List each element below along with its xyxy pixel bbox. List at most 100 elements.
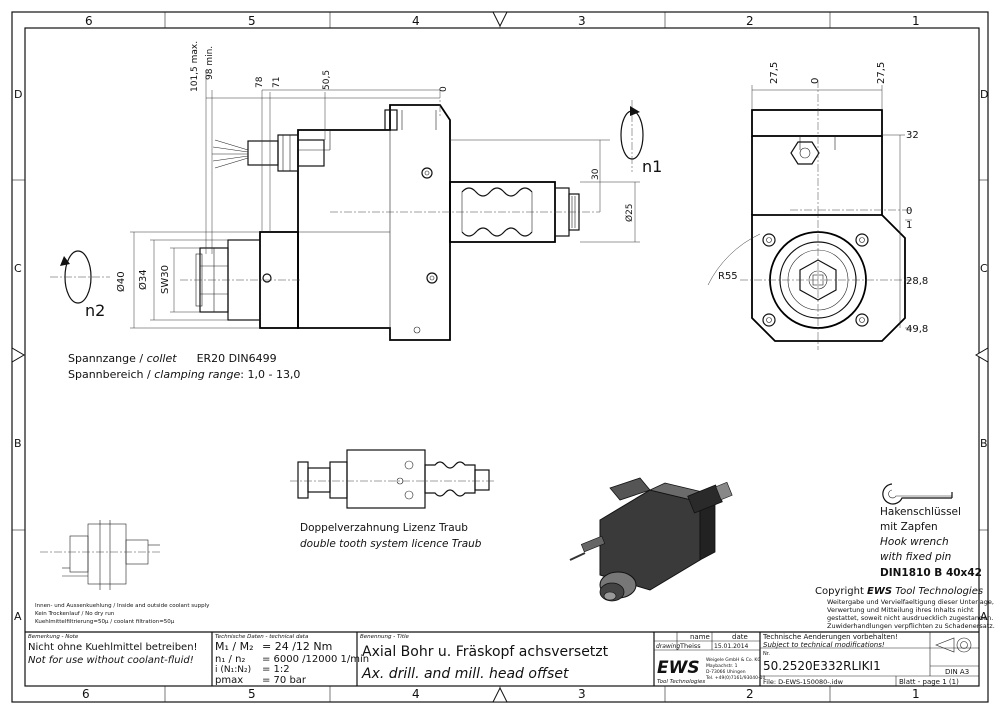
address-line: Weigele GmbH & Co. KG — [706, 657, 761, 663]
small-top-view — [290, 449, 495, 509]
dim-label: 1 — [906, 220, 912, 231]
radius-label: R55 — [718, 271, 738, 282]
remark-de: Nicht ohne Kuehlmittel betreiben! — [28, 642, 198, 653]
file-name: File: D-EWS-150080-.idw — [763, 678, 844, 686]
dim-label: SW30 — [160, 265, 171, 294]
ews-logo: EWS — [657, 658, 700, 678]
drawing-name: Theiss — [679, 642, 701, 650]
projection-symbol-icon — [935, 637, 972, 653]
double-tooth-en: double tooth system licence Traub — [300, 538, 482, 550]
coolant-note: Innen- und Aussenkuehlung / Inside and o… — [35, 603, 210, 609]
label-n2: n2 — [85, 301, 105, 320]
dim-label: 50,5 — [322, 70, 332, 90]
collet-note: Spannzange / collet ER20 DIN6499 — [68, 352, 277, 365]
dim-label: 28,8 — [906, 276, 928, 287]
dim-label: 27,5 — [876, 62, 887, 84]
tech-key: pmax — [215, 675, 243, 686]
side-view: 27,5 0 27,5 32 0 1 28,8 49,8 R55 — [707, 62, 928, 350]
label-n1: n1 — [642, 157, 662, 176]
copyright-brand: EWS — [867, 586, 892, 597]
iso-view — [569, 477, 733, 602]
col-label: 4 — [412, 14, 420, 28]
dim-label: 0 — [810, 78, 821, 84]
copyright-rest: Tool Technologies — [892, 586, 983, 597]
center-mark-left-icon — [11, 347, 25, 363]
part-number: 50.2520E332RLIKI1 — [763, 659, 881, 673]
front-view: 101,5 max. 98 min. 78 71 50,5 0 30 Ø25 Ø… — [50, 41, 662, 341]
nr-label: Nr. — [763, 651, 770, 657]
address-line: Maybachstr. 1 — [706, 663, 738, 669]
ews-logo-sub: Tool Technologies — [657, 679, 705, 685]
dim-label: 98 min. — [205, 46, 215, 80]
col-label: 2 — [746, 687, 754, 701]
dim-label: 78 — [255, 76, 265, 88]
changes-en: Subject to technical modifications! — [763, 641, 885, 649]
drawing-label: drawing — [656, 643, 680, 650]
tech-key: M₁ / M₂ — [215, 640, 254, 653]
address-line: Tel. +49(0)7161/93040-10 — [705, 675, 766, 681]
dim-label: 27,5 — [769, 62, 780, 84]
tech-label: Technische Daten - technical data — [215, 634, 309, 640]
copyright-line: Weitergabe und Vervielfaeltigung dieser … — [827, 598, 994, 606]
row-label: C — [14, 262, 22, 275]
coolant-schematic — [40, 520, 160, 590]
dim-label: 32 — [906, 130, 919, 141]
hook-en-2: with fixed pin — [880, 551, 951, 563]
col-name: name — [690, 633, 710, 641]
dim-label: 101,5 max. — [190, 41, 200, 92]
tech-value: = 24 /12 Nm — [262, 640, 332, 653]
dim-label: 71 — [272, 77, 282, 88]
address-line: D-73066 Uhingen — [706, 669, 746, 675]
collet-spec: ER20 DIN6499 — [197, 352, 277, 365]
title-en: Ax. drill. and mill. head offset — [361, 666, 569, 682]
dim-label: 30 — [591, 168, 601, 180]
copyright-title-text: Copyright — [815, 586, 867, 597]
tech-value: = 6000 /12000 1/min — [262, 654, 369, 665]
col-label: 5 — [248, 14, 256, 28]
rotation-n2-icon — [50, 250, 110, 304]
row-label: A — [14, 610, 22, 623]
dim-label: 49,8 — [906, 324, 928, 335]
collet-en: collet — [147, 352, 178, 365]
dim-label: Ø40 — [115, 271, 127, 292]
tech-key: n₁ / n₂ — [215, 654, 245, 665]
hook-en-1: Hook wrench — [880, 536, 949, 548]
changes-de: Technische Aenderungen vorbehalten! — [762, 633, 898, 641]
range-de: Spannbereich / — [68, 368, 154, 381]
dim-label: Ø25 — [624, 203, 635, 222]
col-label: 6 — [82, 687, 90, 701]
copyright-line: Zuwiderhandlungen verpflichten zu Schade… — [827, 622, 995, 630]
col-label: 1 — [912, 14, 920, 28]
hook-wrench-icon — [882, 483, 953, 505]
hook-std: DIN1810 B 40x42 — [880, 567, 982, 579]
col-label: 3 — [578, 687, 586, 701]
coolant-note: Kein Trockenlauf / No dry run — [35, 611, 115, 617]
center-mark-top-icon — [492, 11, 508, 28]
range-note: Spannbereich / clamping range: 1,0 - 13,… — [68, 368, 300, 381]
remark-label: Bemerkung - Note — [28, 634, 79, 640]
sheet-format: DIN A3 — [945, 668, 969, 676]
tech-key: i (N₁:N₂) — [215, 665, 251, 675]
drawing-date: 15.01.2014 — [714, 643, 749, 650]
rotation-n1-icon — [620, 100, 644, 172]
tech-value: = 1:2 — [262, 664, 290, 675]
row-label: D — [980, 88, 988, 101]
copyright-title: Copyright EWS Tool Technologies — [815, 586, 983, 597]
col-label: 2 — [746, 14, 754, 28]
center-mark-right-icon — [975, 347, 989, 363]
dim-label: 0 — [439, 86, 449, 92]
row-label: A — [980, 610, 988, 623]
copyright-line: Verwertung und Mitteilung ihres Inhalts … — [827, 606, 974, 614]
sheet-page: Blatt - page 1 (1) — [899, 678, 959, 686]
collet-de: Spannzange / — [68, 352, 147, 365]
title-label: Benennung - Title — [360, 634, 410, 640]
remark-en: Not for use without coolant-fluid! — [28, 655, 194, 666]
col-label: 1 — [912, 687, 920, 701]
dim-label: 0 — [906, 206, 912, 217]
copyright-line: gestattet, soweit nicht ausdruecklich zu… — [827, 614, 993, 622]
row-label: C — [980, 262, 988, 275]
title-block — [25, 631, 979, 686]
title-de: Axial Bohr u. Fräskopf achsversetzt — [362, 644, 609, 660]
coolant-note: Kuehlmittelfiltrierung=50µ / coolant fil… — [35, 619, 175, 625]
range-en: clamping range — [154, 368, 240, 381]
